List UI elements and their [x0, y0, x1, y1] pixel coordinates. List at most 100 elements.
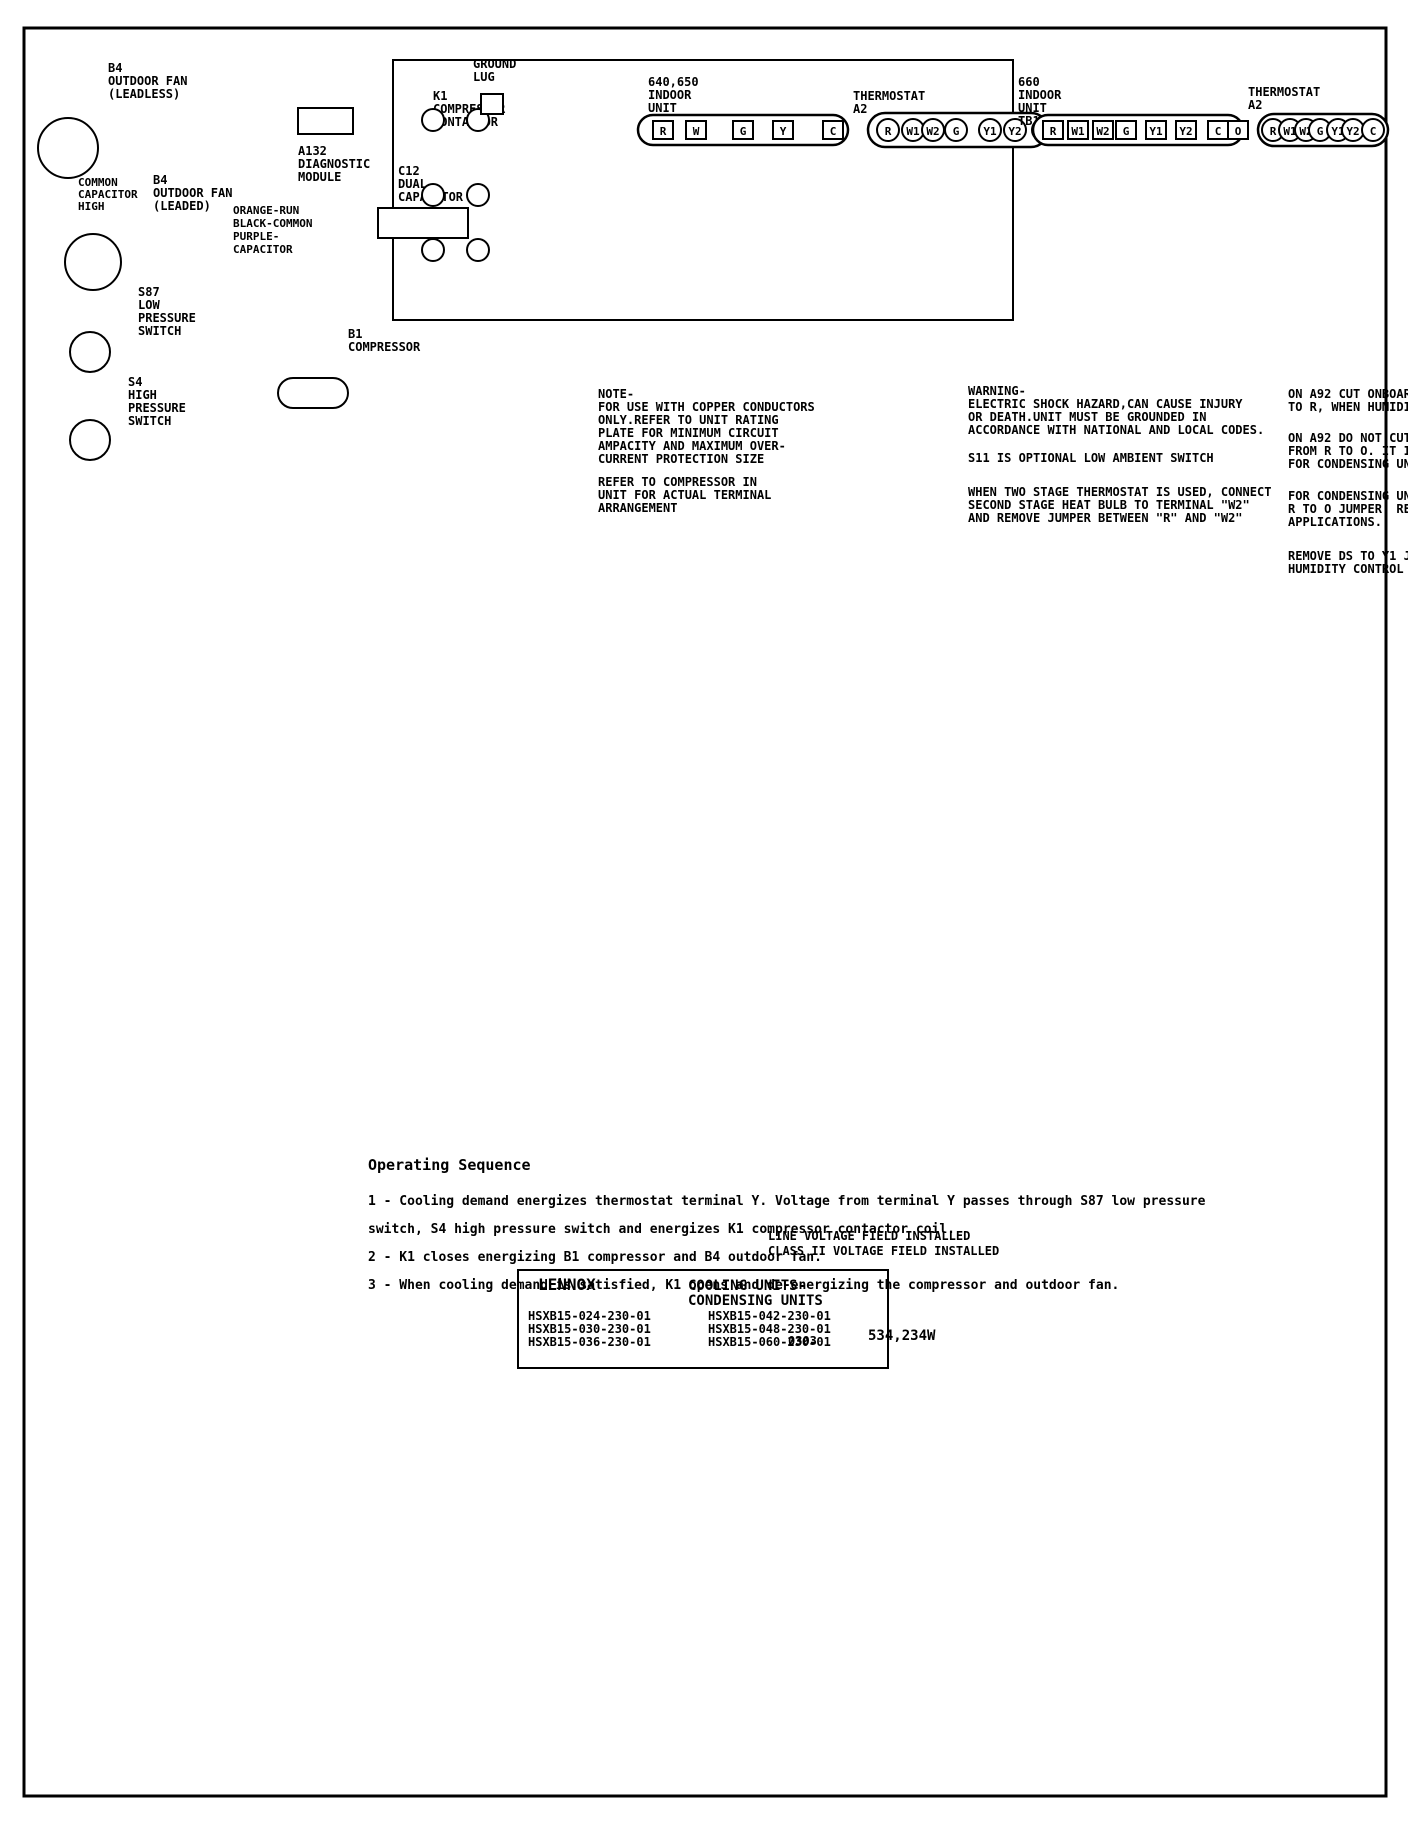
s4-symbol	[69, 419, 111, 461]
terminal-G	[944, 118, 968, 142]
unit-660-label: UNIT	[1018, 101, 1047, 115]
s4-label: S4	[128, 375, 142, 389]
terminal-C	[1361, 118, 1385, 142]
sequence-step: 2 - K1 closes energizing B1 compressor a…	[368, 1250, 822, 1265]
terminal-Y2	[1003, 118, 1027, 142]
terminal-R	[652, 120, 674, 140]
fan-lead-colors: CAPACITOR	[233, 243, 293, 256]
sequence-heading: Operating Sequence	[368, 1156, 531, 1174]
note-condensing-jumper: FOR CONDENSING UNIT APPLICATIONS USE	[1288, 489, 1408, 503]
terminal-Y	[772, 120, 794, 140]
note-condensing-jumper: APPLICATIONS.	[1288, 515, 1382, 529]
b1-compressor-label: COMPRESSOR	[348, 340, 421, 354]
capacitor-lead-label: HIGH	[78, 200, 105, 213]
note-two-stage: SECOND STAGE HEAT BULB TO TERMINAL "W2"	[968, 498, 1250, 512]
note-w914: TO R, WHEN HUMIDITY CONTROL IS USED	[1288, 400, 1408, 414]
fan-lead-colors: PURPLE-	[233, 230, 279, 243]
model-list-right: HSXB15-042-230-01	[708, 1309, 831, 1323]
b4-outdoor-fan-leadless-label: B4	[108, 61, 122, 75]
terminal-label: G	[953, 125, 960, 138]
date-code: 0303	[788, 1334, 817, 1348]
note-condensing-jumper: R TO O JUMPER. REMOVE IN HEAT PUMP	[1288, 502, 1408, 516]
terminal-label: R	[660, 125, 667, 138]
a132-symbol	[297, 107, 354, 135]
note-copper-conductors: FOR USE WITH COPPER CONDUCTORS	[598, 400, 815, 414]
k1-contactor-label: K1	[433, 89, 447, 103]
terminal-label: G	[1317, 125, 1324, 138]
title-block	[517, 1269, 889, 1369]
k1-contact-symbol	[421, 183, 445, 207]
b4-leaded-fan-symbol	[64, 233, 122, 291]
note-s11: S11 IS OPTIONAL LOW AMBIENT SWITCH	[968, 451, 1214, 465]
terminal-label: C	[1215, 125, 1222, 138]
note-warning: WARNING-	[968, 384, 1026, 398]
k1-contact-symbol	[421, 108, 445, 132]
b1-compressor-label: B1	[348, 327, 362, 341]
terminal-W1	[1067, 120, 1089, 140]
note-warning: ACCORDANCE WITH NATIONAL AND LOCAL CODES…	[968, 423, 1264, 437]
b4-outdoor-fan-leaded-label: (LEADED)	[153, 199, 211, 213]
note-compressor-terminal: UNIT FOR ACTUAL TERMINAL	[598, 488, 771, 502]
c12-dual-capacitor-label: DUAL	[398, 177, 427, 191]
capacitor-lead-label: COMMON	[78, 176, 118, 189]
supersedes-number: 534,234W	[868, 1328, 936, 1344]
terminal-label: C	[1370, 125, 1377, 138]
terminal-label: R	[1270, 125, 1277, 138]
terminal-label: W2	[926, 125, 939, 138]
note-two-stage: WHEN TWO STAGE THERMOSTAT IS USED, CONNE…	[968, 485, 1271, 499]
terminal-C	[822, 120, 844, 140]
note-remove-ds: REMOVE DS TO Y1 JUMPER WHEN	[1288, 549, 1408, 563]
terminal-label: W1	[1071, 125, 1085, 138]
note-warning: ELECTRIC SHOCK HAZARD,CAN CAUSE INJURY	[968, 397, 1243, 411]
unit-640-label: 640,650	[648, 75, 699, 89]
note-copper-conductors: CURRENT PROTECTION SIZE	[598, 452, 764, 466]
note-w951: ON A92 DO NOT CUT ONBOARD W951 JUMPER	[1288, 431, 1408, 445]
terminal-Y1	[1145, 120, 1167, 140]
terminal-label: Y2	[1346, 125, 1359, 138]
unit-660-label: INDOOR	[1018, 88, 1062, 102]
terminal-label: C	[830, 125, 837, 138]
terminal-label: O	[1235, 125, 1242, 138]
terminal-label: Y2	[1179, 125, 1192, 138]
thermostat-640-label: A2	[853, 102, 867, 116]
a132-diagnostic-module-label: DIAGNOSTIC	[298, 157, 370, 171]
terminal-label: R	[885, 125, 892, 138]
terminal-label: R	[1050, 125, 1057, 138]
note-warning: OR DEATH.UNIT MUST BE GROUNDED IN	[968, 410, 1206, 424]
brand-logo: LENNOX	[538, 1275, 596, 1294]
terminal-W2	[1092, 120, 1114, 140]
note-compressor-terminal: REFER TO COMPRESSOR IN	[598, 475, 757, 489]
b4-outdoor-fan-leadless-label: (LEADLESS)	[108, 87, 180, 101]
model-list-left: HSXB15-036-230-01	[528, 1335, 651, 1349]
fan-lead-colors: ORANGE-RUN	[233, 204, 299, 217]
note-w914: ON A92 CUT ONBOARD W914 JUMPER FROM DS	[1288, 387, 1408, 401]
terminal-G	[1115, 120, 1137, 140]
unit-660-label: 660	[1018, 75, 1040, 89]
note-copper-conductors: ONLY.REFER TO UNIT RATING	[598, 413, 779, 427]
s87-symbol	[69, 331, 111, 373]
sequence-step: 1 - Cooling demand energizes thermostat …	[368, 1194, 1206, 1209]
b4-outdoor-fan-leaded-label: OUTDOOR FAN	[153, 186, 232, 200]
fan-lead-colors: BLACK-COMMON	[233, 217, 312, 230]
title-line-1: COOLING UNITS-	[688, 1278, 806, 1294]
terminal-Y2	[1175, 120, 1197, 140]
k1-coil-symbol	[466, 238, 490, 262]
model-list-left: HSXB15-030-230-01	[528, 1322, 651, 1336]
note-copper-conductors: AMPACITY AND MAXIMUM OVER-	[598, 439, 786, 453]
note-compressor-terminal: ARRANGEMENT	[598, 501, 677, 515]
k1-coil-symbol	[421, 238, 445, 262]
b1-terminal-block	[277, 377, 349, 409]
ground-lug-label: LUG	[473, 70, 495, 84]
note-two-stage: AND REMOVE JUMPER BETWEEN "R" AND "W2"	[968, 511, 1243, 525]
model-list-left: HSXB15-024-230-01	[528, 1309, 651, 1323]
ground-lug-label: GROUND	[473, 57, 516, 71]
legend-class-ii: CLASS II VOLTAGE FIELD INSTALLED	[768, 1244, 999, 1258]
s4-label: PRESSURE	[128, 401, 186, 415]
terminal-G	[732, 120, 754, 140]
b4-leadless-fan-symbol	[37, 117, 99, 179]
